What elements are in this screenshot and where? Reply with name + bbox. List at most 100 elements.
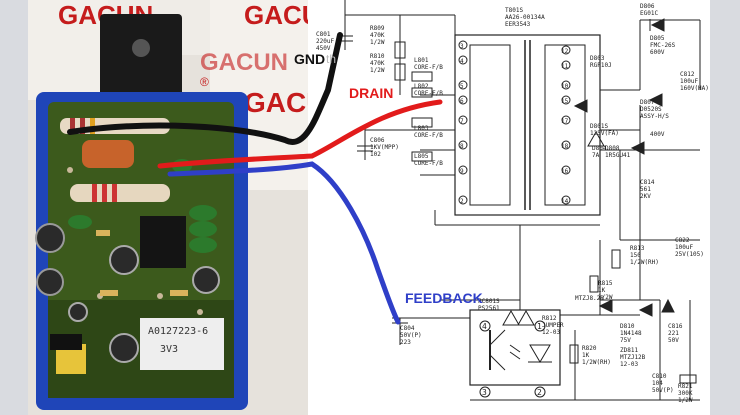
drain-label: DRAIN — [349, 85, 393, 101]
component-label-l803: L803 — [414, 125, 429, 132]
transformer-pin-number: 14 — [561, 198, 569, 205]
component-label-rd801: 125V(FA) — [590, 130, 619, 137]
component-label-r813: R813 — [630, 245, 645, 252]
component-label-c806: 102 — [370, 151, 381, 158]
component-label-c814: 2KV — [640, 193, 651, 200]
transformer-pin-number: 3 — [460, 43, 464, 50]
green-capacitor — [189, 221, 217, 237]
schematic-background — [308, 0, 710, 415]
solder-pad — [197, 309, 203, 315]
component-label-c816: 50V — [668, 337, 679, 344]
feedback-label: FEEDBACK — [405, 290, 483, 306]
transformer-pin — [458, 80, 468, 90]
small-resistor — [170, 290, 188, 296]
optocoupler-pin — [534, 386, 546, 398]
component-label-c804: 223 — [400, 339, 411, 346]
component-label-r812: 12-03 — [542, 329, 560, 336]
inductor-coils — [411, 71, 433, 162]
component-label-r815: R815 — [598, 280, 613, 287]
solder-pad — [157, 293, 163, 299]
component-label-mtz: MTZJ8.2B — [575, 295, 604, 302]
transistor-mount-hole — [132, 39, 150, 57]
component-label-r810: 1/2W — [370, 67, 385, 74]
component-label-d808: 1R5GU41 — [605, 152, 631, 159]
transformer-pin-number: 16 — [561, 168, 569, 175]
component-label-r812: JUMPER — [542, 322, 564, 329]
optocoupler-pin-number: 2 — [537, 388, 542, 397]
right-margin — [710, 0, 740, 415]
solder-pad — [67, 167, 73, 173]
component-label-r820: R820 — [582, 345, 597, 352]
component-label-r821: R821 — [678, 383, 693, 390]
power-transistor — [100, 14, 182, 106]
schematic-labels: C801220uF450VR809470K1/2WR810470K1/2WL80… — [316, 3, 709, 404]
optocoupler-pin — [479, 386, 491, 398]
transformer-pin-number: 10 — [561, 83, 569, 90]
component-label-r813: 1/2W(RH) — [630, 259, 659, 266]
component-label-r812: R812 — [542, 315, 557, 322]
component-label-d804: 7A — [592, 152, 600, 159]
component-label-c801: 220uF — [316, 38, 334, 45]
small-resistor — [96, 230, 110, 236]
component-label-r821: 1/2W — [678, 397, 693, 404]
component-label-t801: EER3543 — [505, 21, 531, 28]
component-label-r815: 1K — [598, 287, 606, 294]
component-label-d807: D0520S — [640, 106, 662, 113]
resistor-band — [112, 184, 117, 202]
component-label-l801: L801 — [414, 57, 429, 64]
component-label-c814: 561 — [640, 186, 651, 193]
component-label-d805: 600V — [650, 49, 665, 56]
component-label-r820: 1/2W(RH) — [582, 359, 611, 366]
component-label-l803: CORE-F/B — [414, 132, 443, 139]
transformer-pin-number: 9 — [460, 168, 464, 175]
gnd-label: GND — [294, 51, 325, 67]
resistor-band — [102, 184, 107, 202]
component-label-c810: 104 — [652, 380, 663, 387]
feedback-wire — [167, 161, 401, 325]
transformer-pin — [561, 45, 571, 55]
green-capacitor — [189, 237, 217, 253]
capacitor-c806 — [357, 145, 373, 152]
optocoupler-pin — [479, 320, 491, 332]
component-label-r820: 1K — [582, 352, 590, 359]
component-label-r813: 150 — [630, 252, 641, 259]
transformer-pin-number: 4 — [460, 58, 464, 65]
component-label-l801: CORE-F/B — [414, 64, 443, 71]
component-label-pc801: PS2561 — [478, 305, 500, 312]
optocoupler-pin-number: 1 — [537, 322, 542, 331]
transformer-pin-number: 18 — [561, 143, 569, 150]
transformer-pin — [561, 115, 571, 125]
component-label-c804: 50V(P) — [400, 332, 422, 339]
component-label-l805: L805 — [414, 153, 429, 160]
transformer-pin — [458, 140, 468, 150]
product-box-left — [28, 0, 108, 100]
component-label-c812: C812 — [680, 71, 695, 78]
module-label-sticker — [140, 318, 224, 370]
optocoupler-pin — [534, 320, 546, 332]
warning-triangles — [502, 130, 605, 326]
resistor-band — [70, 118, 75, 134]
component-label-c816: C816 — [668, 323, 683, 330]
component-label-pc801: PC801S — [478, 298, 500, 305]
component-label-d807: ASSY-H/S — [640, 113, 669, 120]
transformer-pin — [458, 55, 468, 65]
component-label-r809: 1/2W — [370, 39, 385, 46]
component-label-c801: C801 — [316, 31, 331, 38]
component-label-r815: 1/2W — [598, 294, 613, 301]
transformer-pin — [561, 165, 571, 175]
component-label-c806: 1KV(MPP) — [370, 144, 399, 151]
orange-capacitor — [82, 140, 134, 168]
brand-text-4: GACUN — [200, 49, 288, 76]
transformer-pin-number: 15 — [561, 98, 569, 105]
electrolytic-capacitor — [36, 268, 64, 296]
transformer-pin-number: 8 — [460, 143, 464, 150]
transformer-pin — [458, 195, 468, 205]
component-label-d810: 1N4148 — [620, 330, 642, 337]
component-label-d807: D807 — [640, 99, 655, 106]
component-label-c801: 450V — [316, 45, 331, 52]
registered-mark: ® — [200, 75, 209, 89]
transformer-pin — [561, 195, 571, 205]
